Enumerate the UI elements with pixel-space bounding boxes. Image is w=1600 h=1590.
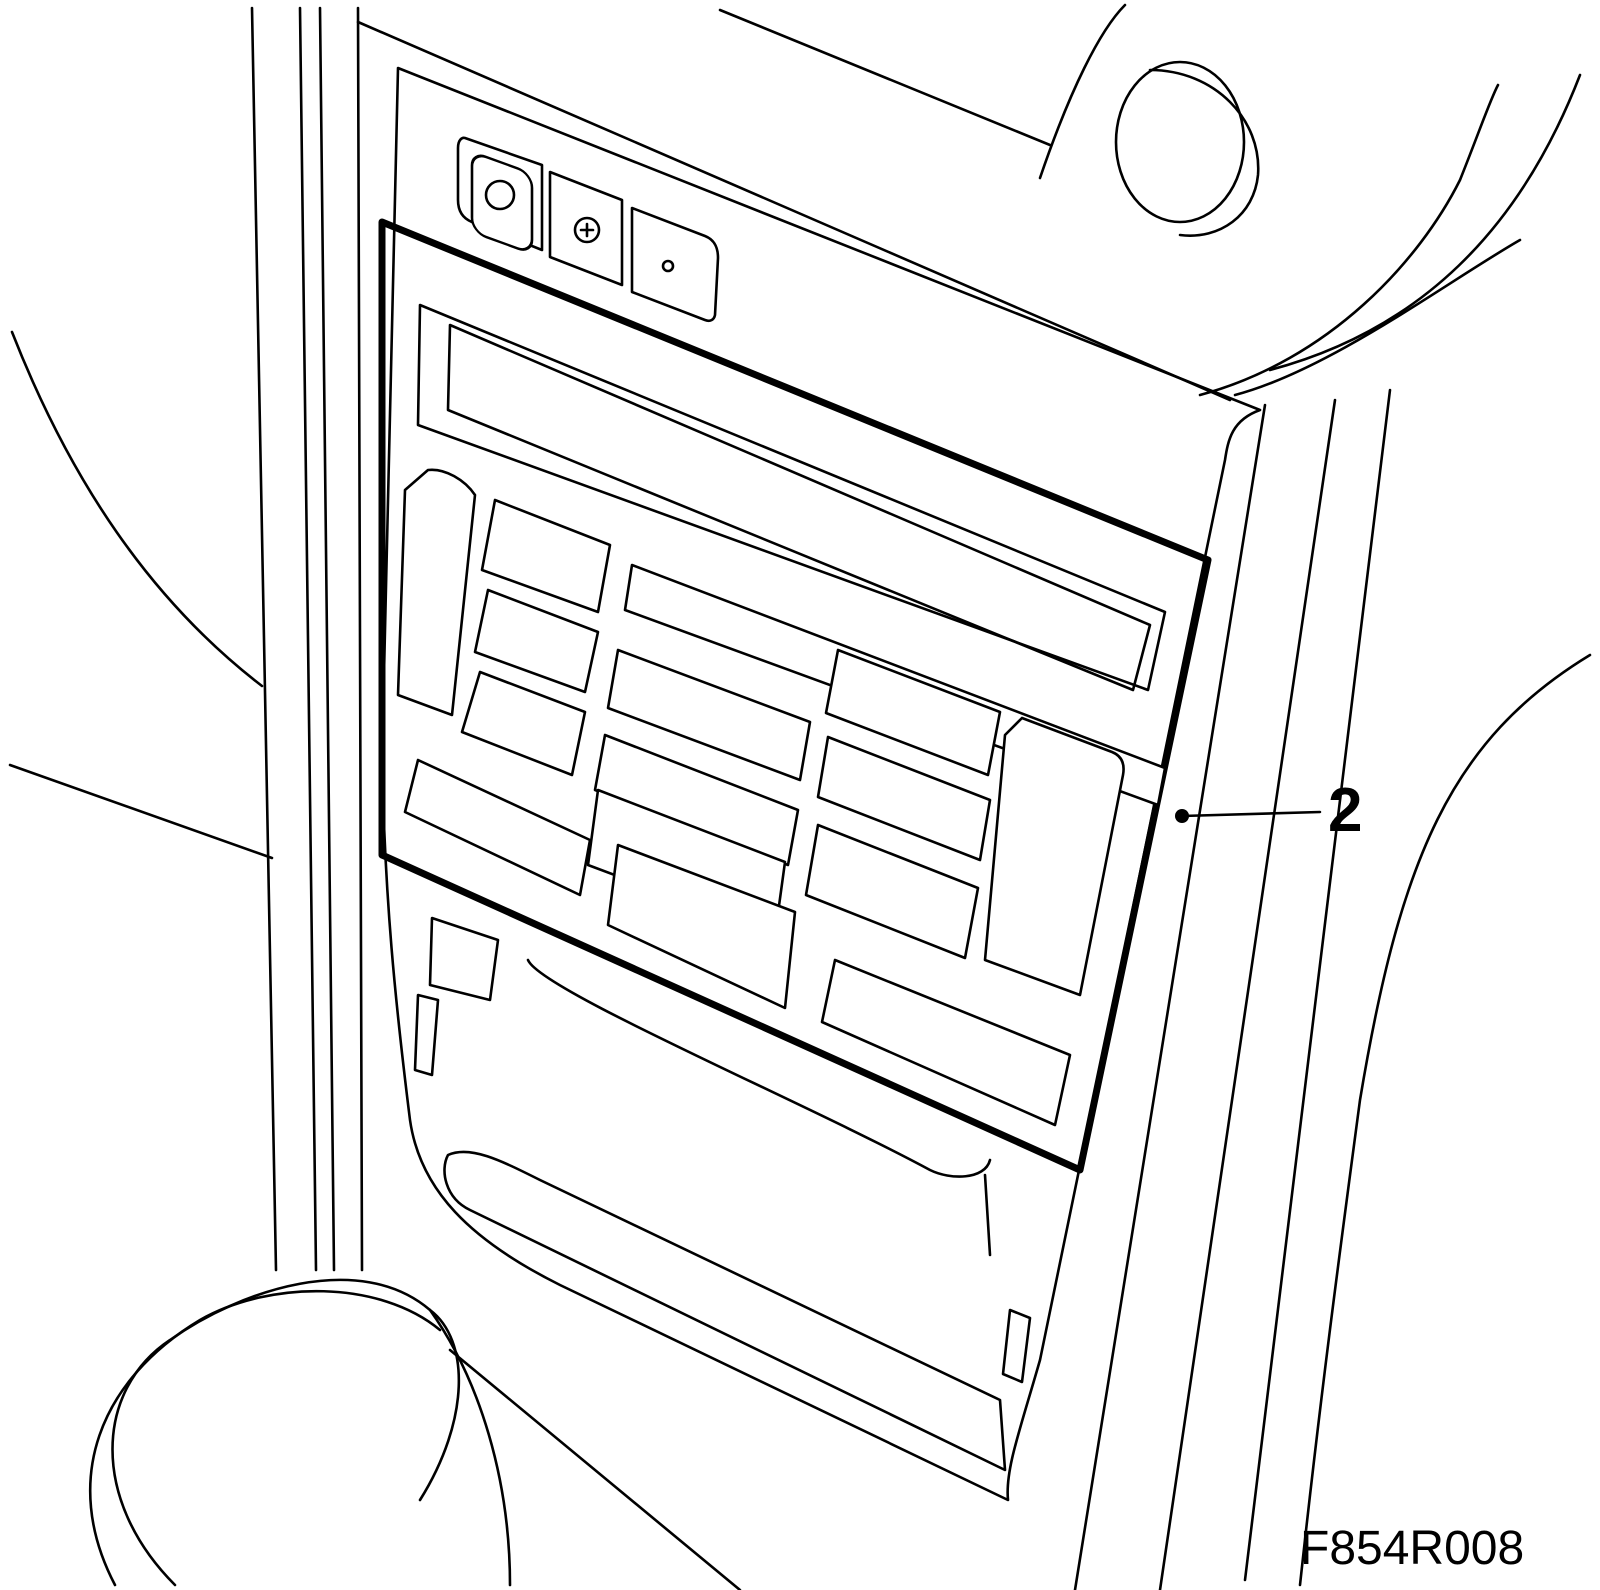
callout-leader (1180, 810, 1322, 818)
door-edge-line (8, 763, 274, 860)
panel-bezel (380, 66, 1262, 1502)
panel-button[interactable] (473, 588, 600, 694)
callout-2 (1175, 809, 1322, 823)
dashboard-top-lines (356, 3, 1582, 402)
hazard-icon (573, 216, 601, 244)
indicator-icon (661, 259, 675, 273)
panel-button[interactable] (983, 716, 1125, 997)
panel-button[interactable] (593, 733, 800, 867)
control-panel-outline (378, 218, 1212, 1174)
figure-id: F854R008 (1300, 1522, 1525, 1575)
panel-button[interactable] (396, 468, 477, 717)
panel-button[interactable] (820, 958, 1072, 1127)
display-window (416, 303, 1167, 692)
callout-label: 2 (1328, 776, 1363, 845)
round-knob (1114, 60, 1260, 237)
seat-edge-curve (10, 330, 264, 688)
panel-button[interactable] (606, 843, 797, 1010)
panel-button[interactable] (816, 735, 992, 862)
seat-heater-switch[interactable] (470, 152, 534, 254)
panel-button[interactable] (403, 758, 592, 897)
panel-button[interactable] (606, 648, 812, 782)
control-buttons (396, 468, 1167, 1127)
top-switches (456, 136, 720, 323)
lower-compartment (413, 916, 1032, 1472)
console-right-edges (1073, 388, 1592, 1590)
console-left-edges (250, 6, 364, 1272)
indicator-switch[interactable] (630, 206, 720, 323)
gear-knob (88, 1278, 742, 1590)
panel-button[interactable] (460, 670, 587, 777)
panel-button[interactable] (804, 823, 980, 960)
seat-heater-icon (484, 179, 516, 211)
panel-button[interactable] (480, 498, 612, 614)
panel-button[interactable] (824, 648, 1002, 777)
